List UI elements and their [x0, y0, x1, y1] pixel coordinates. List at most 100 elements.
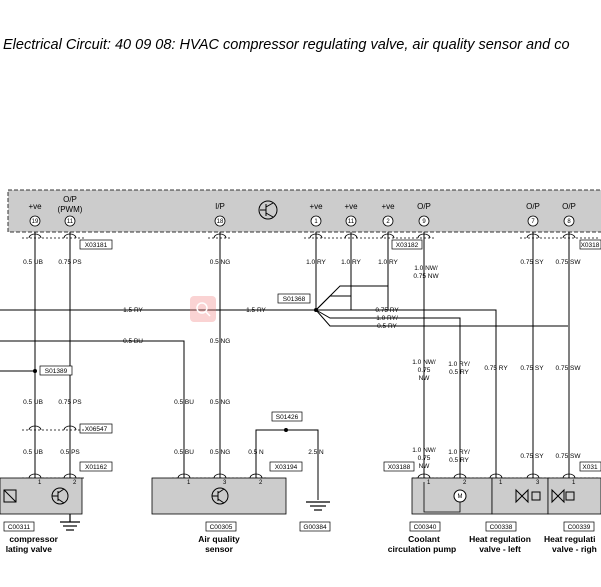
pin-number: 9	[422, 219, 426, 225]
wire-label: NW	[419, 463, 431, 470]
wire-label: 0.75 PS	[58, 399, 82, 406]
transistor-icon	[211, 487, 229, 505]
pin-number: 1	[38, 480, 42, 486]
pin-number: 2	[463, 480, 467, 486]
wire-label: 0.75 RY	[484, 365, 508, 372]
module-connector-row	[28, 233, 576, 239]
pin-number: 1	[427, 480, 431, 486]
pin-label: +ve	[28, 202, 42, 211]
wire-label: 0.5 RY	[449, 369, 469, 376]
page-title: Electrical Circuit: 40 09 08: HVAC compr…	[3, 37, 570, 53]
wire-label: 0.5 PS	[60, 449, 80, 456]
wire-label: 0.75 SW	[556, 453, 582, 460]
component-c00339: C00339	[568, 524, 591, 531]
connector-x01162: X01162	[85, 464, 107, 471]
pin-number: 1	[499, 480, 503, 486]
pin-label: O/P	[526, 202, 540, 211]
splice-s01426: S01426	[276, 414, 299, 421]
connector-x031: X031	[582, 464, 598, 471]
connector-x03181: X03181	[85, 242, 108, 249]
wire-label: 0.5 UB	[23, 399, 43, 406]
component-c00311: C00311	[8, 524, 31, 531]
wire-label: 0.5 UB	[23, 449, 43, 456]
wire-label: 0.5 BU	[123, 338, 143, 345]
inline-connector-x06547	[22, 425, 84, 431]
splice-s01368: S01368	[283, 296, 306, 303]
connector-tag-labels: X03181 X03182 X0318 S01368 S01389 X06547…	[45, 242, 600, 471]
caption-line: circulation pump	[388, 544, 456, 554]
wire-label: 0.5 NG	[210, 399, 231, 406]
ground-icon	[60, 514, 80, 531]
heat-regulation-valve-right	[547, 477, 601, 515]
wire-label: 0.75 SW	[556, 365, 582, 372]
wire-label: 1.0 RY/	[376, 315, 398, 322]
connector-x03188: X03188	[388, 464, 411, 471]
wire-label: 0.75 PS	[58, 259, 82, 266]
splice-points	[33, 308, 318, 432]
wire-label: 0.5 NG	[210, 259, 231, 266]
component-connector-row	[22, 473, 600, 479]
wire-label: 0.5 N	[248, 449, 264, 456]
splice-s01389: S01389	[45, 368, 68, 375]
caption-line: valve - righ	[552, 544, 597, 554]
transistor-icon	[51, 487, 69, 505]
wire-label: 0.5 UB	[23, 259, 43, 266]
connector-tags	[39, 239, 601, 472]
connector-x03194: X03194	[275, 464, 298, 471]
wire-label: 1.0 NW/	[414, 265, 438, 272]
module-pin-headers: +ve O/P (PWM) I/P +ve +ve +ve O/P O/P O/…	[28, 195, 575, 214]
pin-number: 3	[536, 480, 540, 486]
zoom-marker-icon[interactable]	[190, 296, 216, 322]
pin-label-sub: (PWM)	[58, 205, 83, 214]
pin-number: 2	[259, 480, 263, 486]
wire-label: 0.75	[418, 367, 431, 374]
air-quality-sensor	[151, 477, 287, 515]
wiring	[0, 232, 570, 500]
wire-label: 1.0 NW/	[412, 359, 436, 366]
pin-number: 1	[572, 480, 576, 486]
component-c00338: C00338	[490, 524, 513, 531]
caption-line: Heat regulation	[469, 534, 531, 544]
wire-label: 2.5 N	[308, 449, 324, 456]
pin-number: 8	[567, 219, 571, 225]
pin-number: 1	[314, 219, 318, 225]
wire-label: 0.5 BU	[174, 399, 194, 406]
module-pin-number-labels: 19 11 18 1 11 2 9 7 8	[32, 219, 572, 225]
wire-label: 1.0 RY	[306, 259, 326, 266]
wire-label: 0.75 SY	[520, 365, 544, 372]
hvac-control-module	[7, 189, 601, 233]
wire-label: 0.5 RY	[377, 323, 397, 330]
wire-label: 0.5 BU	[174, 449, 194, 456]
component-id-tags	[3, 521, 595, 532]
component-pin-numbers: 1 2 1 3 2 1 2 1 3 1	[38, 480, 576, 486]
pin-number: 2	[73, 480, 77, 486]
pin-number: 2	[386, 219, 390, 225]
wire-label: 1.5 RY	[123, 307, 143, 314]
wire-label: 0.75	[418, 455, 431, 462]
pin-label: O/P	[562, 202, 576, 211]
wire-label: NW	[419, 375, 431, 382]
component-id-labels: C00311 C00305 C00340 C00338 C00339	[8, 524, 591, 531]
caption-line: Coolant	[408, 534, 440, 544]
wire-label: 0.75 SY	[520, 453, 544, 460]
module-pin-numbers	[29, 215, 575, 227]
caption-line: sensor	[205, 544, 234, 554]
wire-label: 1.0 NW/	[412, 447, 436, 454]
pin-number: 1	[187, 480, 191, 486]
pin-label: +ve	[309, 202, 323, 211]
valve-icon	[551, 488, 575, 504]
caption-line: valve - left	[479, 544, 521, 554]
wire-label: 0.75 NW	[413, 273, 439, 280]
wire-label: 1.0 RY/	[448, 361, 470, 368]
transistor-icon	[258, 200, 278, 220]
caption-line: compressor	[9, 534, 58, 544]
compressor-regulating-valve	[0, 477, 83, 531]
pin-number: 19	[32, 219, 39, 225]
wire-label: 1.0 RY	[378, 259, 398, 266]
pin-label: O/P	[63, 195, 77, 204]
component-c00305: C00305	[210, 524, 233, 531]
coolant-circulation-pump: M	[411, 477, 493, 515]
pin-number: 18	[217, 219, 224, 225]
ground-g00384: G00384	[299, 501, 331, 532]
